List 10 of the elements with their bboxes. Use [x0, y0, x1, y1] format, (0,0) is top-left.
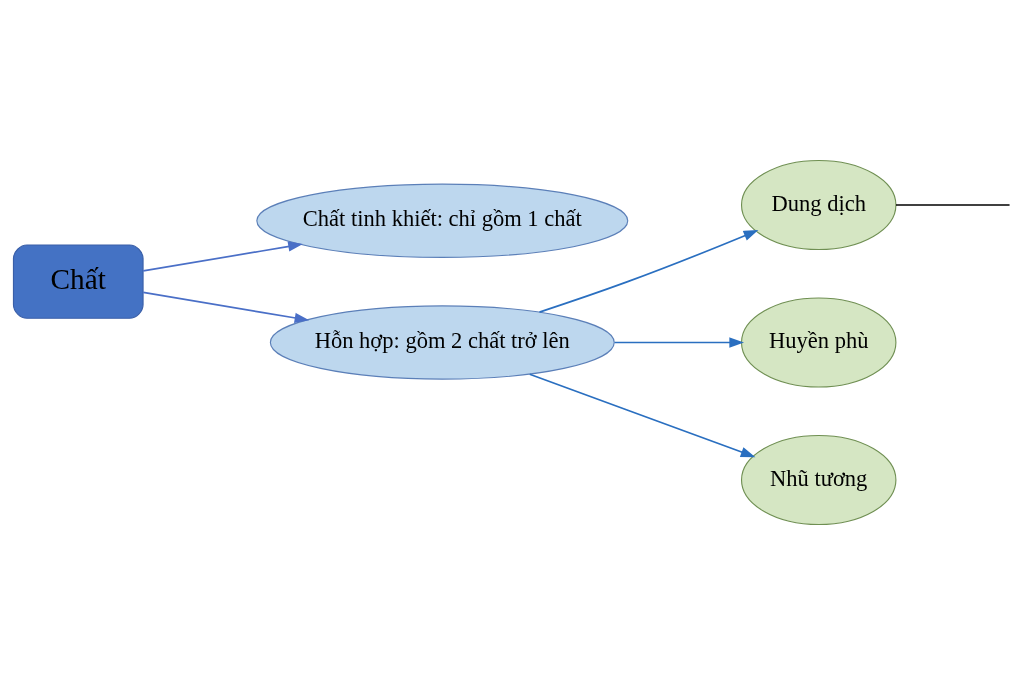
arrow: [538, 229, 759, 313]
arrow: [528, 372, 756, 457]
arrow: [142, 240, 303, 272]
node-ellipse: Huyền phù: [740, 296, 897, 388]
arrow: [613, 336, 745, 348]
node-box: Chất: [12, 243, 144, 319]
node-ellipse: Hỗn hợp: gồm 2 chất trở lên: [269, 304, 615, 380]
node-ellipse: Chất tinh khiết: chỉ gồm 1 chất: [256, 183, 629, 258]
arrow: [142, 291, 310, 323]
connector: [895, 203, 1011, 206]
